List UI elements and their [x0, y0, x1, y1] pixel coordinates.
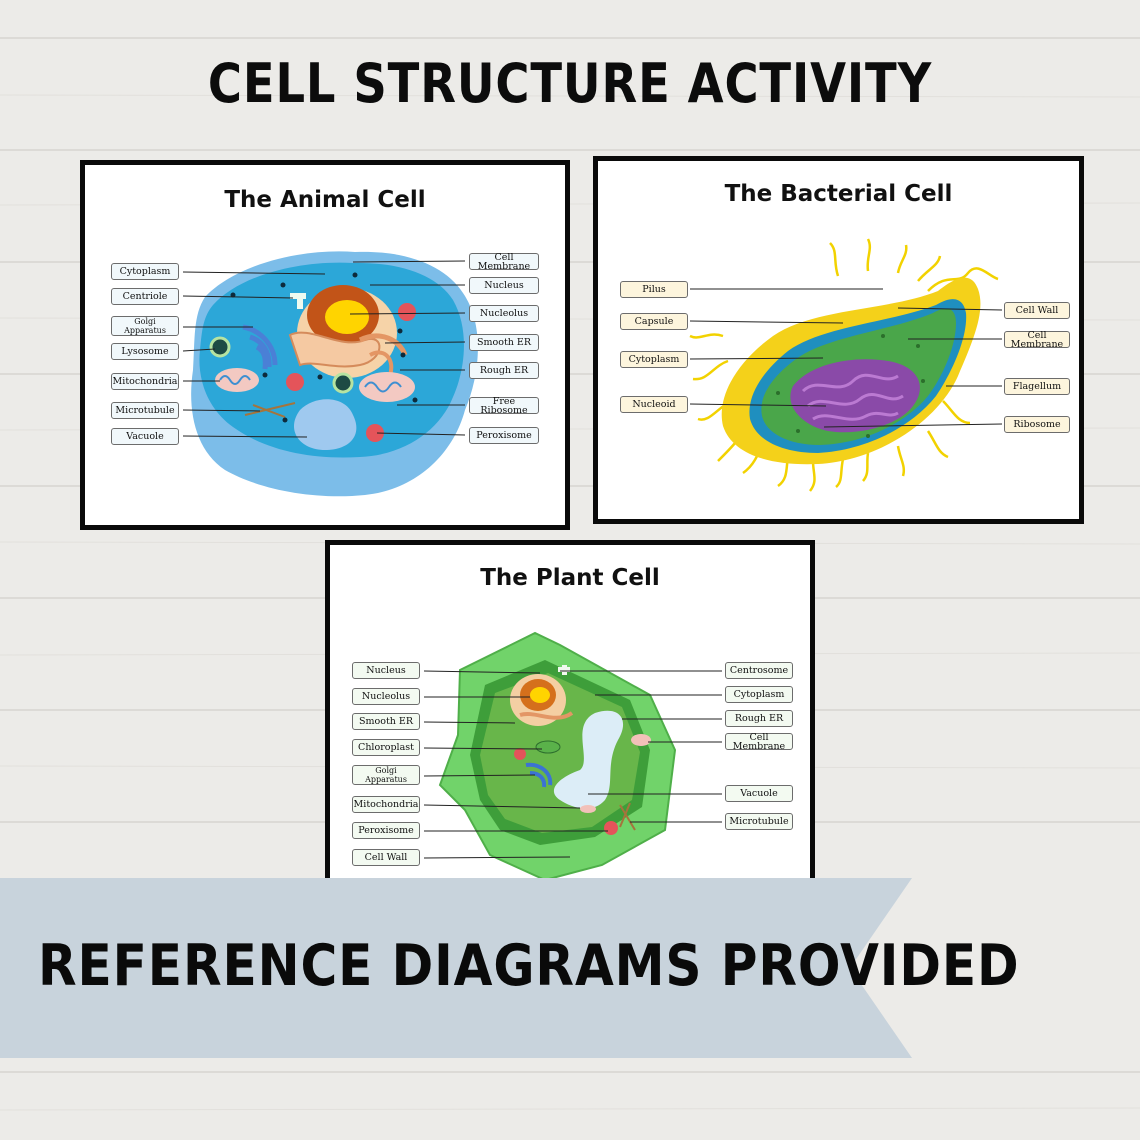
- label-chloroplast: Chloroplast: [352, 739, 420, 756]
- label-pilus: Pilus: [620, 281, 688, 298]
- label-nucleolus: Nucleolus: [469, 305, 539, 322]
- label-vacuole: Vacuole: [111, 428, 179, 445]
- label-microtubule-plant: Microtubule: [725, 813, 793, 830]
- bacterial-cell-diagram: [689, 238, 1003, 492]
- label-cell-wall: Cell Wall: [1004, 302, 1070, 319]
- banner-text: REFERENCE DIAGRAMS PROVIDED: [38, 933, 1020, 999]
- label-nucleus: Nucleus: [469, 277, 539, 294]
- label-cell-membrane-bacterial: Cell Membrane: [1004, 330, 1070, 349]
- label-peroxisome-plant: Peroxisome: [352, 822, 420, 839]
- label-golgi-apparatus-plant: Golgi Apparatus: [352, 765, 420, 785]
- label-cell-wall-plant: Cell Wall: [352, 849, 420, 866]
- label-cytoplasm-plant: Cytoplasm: [725, 686, 793, 703]
- label-cell-membrane-plant: Cell Membrane: [725, 732, 793, 751]
- label-flagellum: Flagellum: [1004, 378, 1070, 395]
- animal-cell-card: The Animal Cell: [80, 160, 570, 530]
- label-nucleus-plant: Nucleus: [352, 662, 420, 679]
- label-lysosome: Lysosome: [111, 343, 179, 360]
- plant-cell-card: The Plant Cell: [325, 540, 815, 885]
- label-mitochondria-plant: Mitochondria: [352, 796, 420, 813]
- label-peroxisome: Peroxisome: [469, 427, 539, 444]
- label-smooth-er: Smooth ER: [469, 334, 539, 351]
- label-cell-membrane: Cell Membrane: [469, 252, 539, 271]
- animal-cell-diagram: [182, 251, 478, 497]
- banner-ribbon: [0, 878, 912, 1058]
- page-title: CELL STRUCTURE ACTIVITY: [207, 52, 933, 115]
- label-vacuole-plant: Vacuole: [725, 785, 793, 802]
- label-cytoplasm-bacterial: Cytoplasm: [620, 351, 688, 368]
- plant-cell-diagram: [423, 631, 722, 880]
- animal-cell-title: The Animal Cell: [224, 187, 426, 213]
- label-centrosome: Centrosome: [725, 662, 793, 679]
- label-smooth-er-plant: Smooth ER: [352, 713, 420, 730]
- label-golgi-apparatus: Golgi Apparatus: [111, 316, 179, 336]
- bacterial-cell-card: The Bacterial Cell: [593, 156, 1084, 524]
- label-mitochondria: Mitochondria: [111, 373, 179, 390]
- label-centriole: Centriole: [111, 288, 179, 305]
- label-ribosome: Ribosome: [1004, 416, 1070, 433]
- label-free-ribosome: Free Ribosome: [469, 396, 539, 415]
- label-capsule: Capsule: [620, 313, 688, 330]
- label-nucleolus-plant: Nucleolus: [352, 688, 420, 705]
- label-cytoplasm: Cytoplasm: [111, 263, 179, 280]
- bacterial-cell-title: The Bacterial Cell: [724, 181, 953, 207]
- label-rough-er-plant: Rough ER: [725, 710, 793, 727]
- label-nucleoid: Nucleoid: [620, 396, 688, 413]
- label-microtubule: Microtubule: [111, 402, 179, 419]
- plant-cell-title: The Plant Cell: [480, 565, 660, 591]
- label-rough-er: Rough ER: [469, 362, 539, 379]
